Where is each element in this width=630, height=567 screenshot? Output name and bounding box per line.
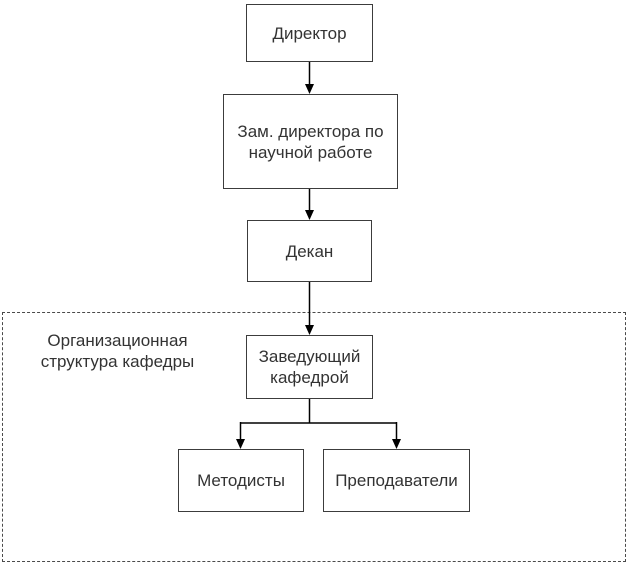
node-methodists: Методисты bbox=[178, 449, 304, 512]
node-label: Директор bbox=[272, 23, 347, 43]
connector-director-deputy bbox=[305, 62, 314, 94]
connector-deputy-dean bbox=[305, 189, 314, 220]
node-label: Декан bbox=[285, 241, 334, 261]
group-label-line1: Организационная bbox=[47, 331, 188, 350]
arrow-down-icon bbox=[305, 84, 314, 94]
group-label-line2: структура кафедры bbox=[40, 352, 195, 371]
node-label: Преподаватели bbox=[335, 471, 458, 490]
node-teachers: Преподаватели bbox=[323, 449, 470, 512]
node-dean: Декан bbox=[247, 220, 372, 282]
group-label: Организационная структура кафедры bbox=[25, 330, 210, 372]
node-label: Методисты bbox=[197, 471, 285, 490]
node-deputy-director: Зам. директора по научной работе bbox=[223, 94, 398, 189]
node-department-head: Заведующий кафедрой bbox=[246, 335, 373, 399]
arrow-down-icon bbox=[305, 210, 314, 220]
node-label-line2: кафедрой bbox=[270, 368, 349, 387]
node-label-line1: Зам. директора по bbox=[237, 121, 384, 141]
node-director: Директор bbox=[246, 4, 373, 62]
group-boundary-department bbox=[2, 312, 626, 562]
node-label-line2: научной работе bbox=[248, 142, 373, 162]
node-label-line1: Заведующий bbox=[258, 347, 361, 366]
